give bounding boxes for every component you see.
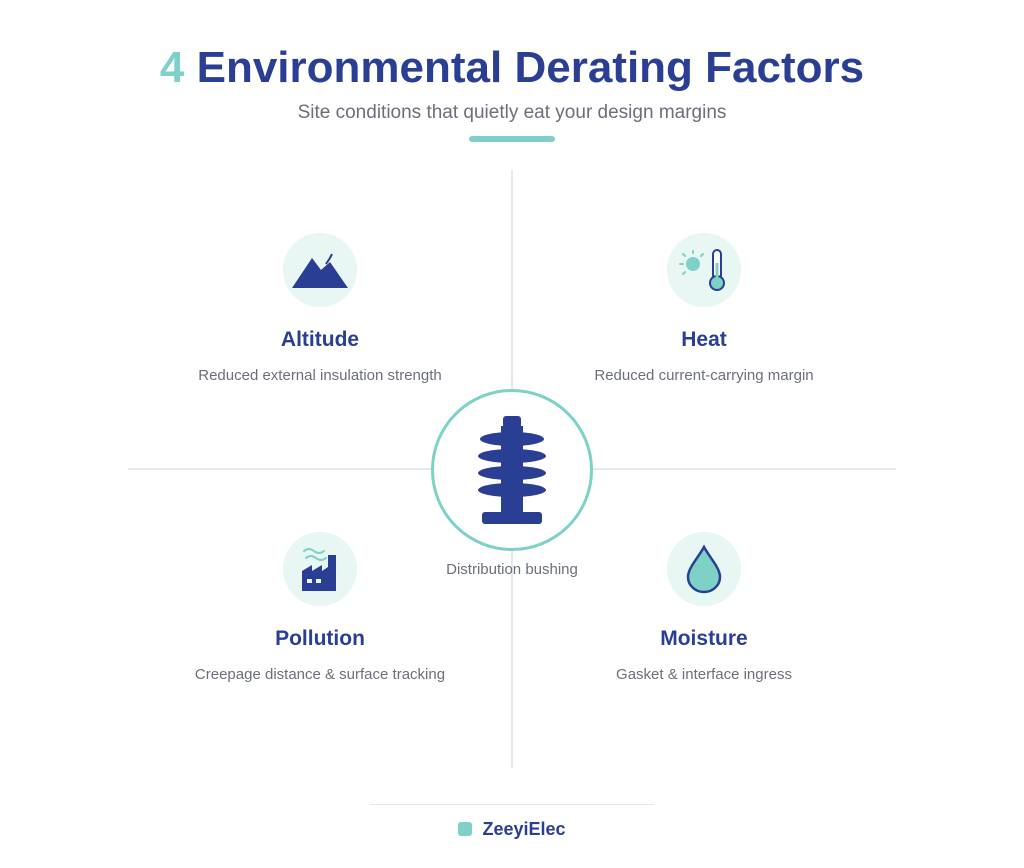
thermometer-sun-icon [667,233,741,307]
factor-name: Pollution [275,627,365,650]
factor-pollution: Pollution Creepage distance & surface tr… [170,532,470,685]
factor-heat: Heat Reduced current-carrying margin [554,233,854,386]
factor-name: Altitude [280,328,360,351]
title-text: Environmental Derating Factors [196,43,865,92]
page-title: 4 Environmental Derating Factors [0,38,1024,98]
factor-altitude: Altitude Reduced external insulation str… [170,233,470,386]
page-subtitle: Site conditions that quietly eat your de… [297,102,727,123]
brand-logo-icon [458,822,473,836]
factor-name: Moisture [660,627,748,650]
brand-name: ZeeyiElec [482,819,566,839]
center-hub [431,389,593,551]
factor-name: Heat [681,328,727,351]
center-label: Distribution bushing [446,561,578,578]
sun-icon [679,250,704,275]
factory-icon [283,532,357,606]
smoke-icon [303,548,327,561]
title-accent-bar [469,136,555,142]
water-drop-icon [667,532,741,606]
bushing-icon [478,416,546,524]
factor-moisture: Moisture Gasket & interface ingress [554,532,854,685]
factor-description: Reduced current-carrying margin [594,367,814,384]
factor-description: Gasket & interface ingress [616,666,792,683]
title-number: 4 [159,43,185,92]
factor-description: Creepage distance & surface tracking [194,666,446,683]
mountain-icon [283,233,357,307]
footer-divider [370,804,654,805]
brand: ZeeyiElec [0,818,1024,840]
factor-description: Reduced external insulation strength [198,367,442,384]
thermometer-icon [709,249,725,291]
